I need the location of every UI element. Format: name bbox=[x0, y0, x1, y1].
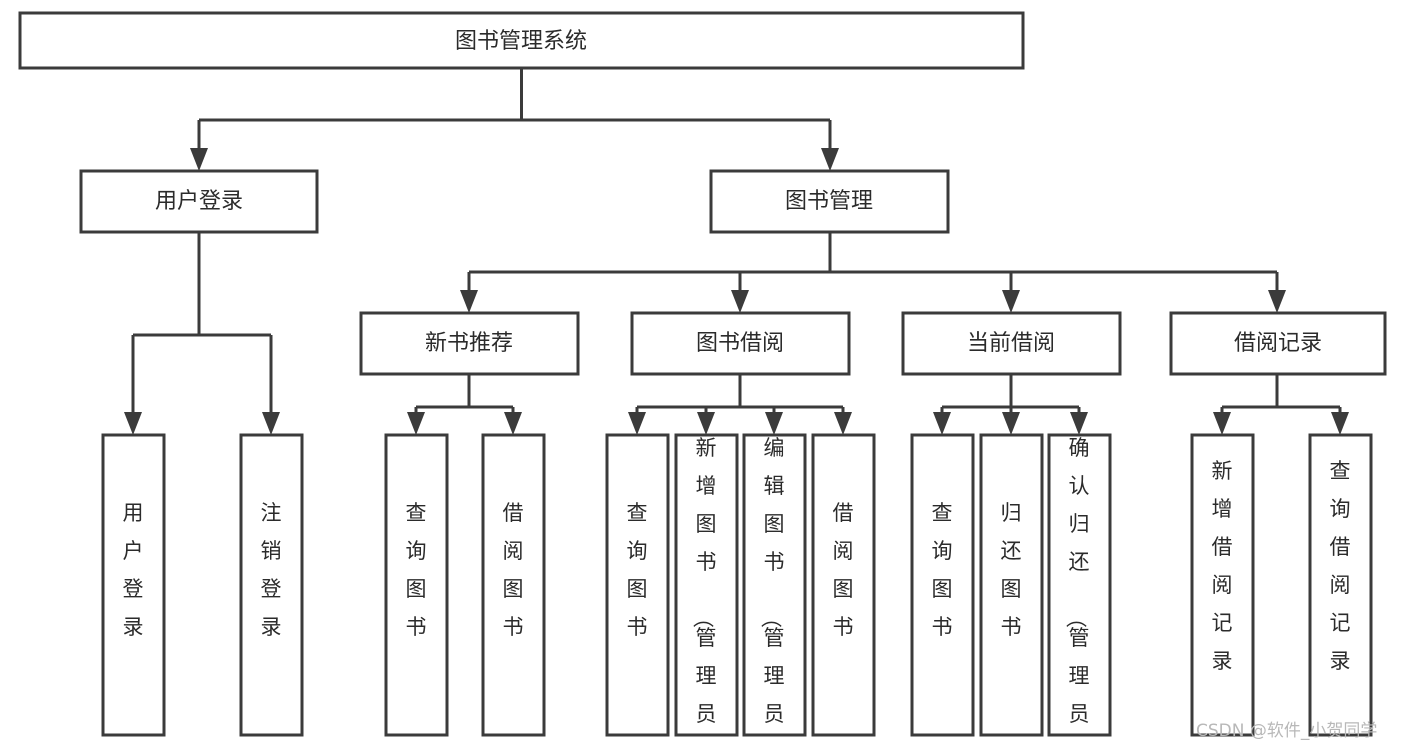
node-leaf-query-record[interactable]: 查询借阅记录 bbox=[1308, 433, 1373, 737]
node-leaf-borrow-book-1[interactable]: 借阅图书 bbox=[481, 433, 546, 737]
node-box bbox=[1047, 433, 1112, 737]
node-user-login-label: 用户登录 bbox=[155, 189, 243, 214]
node-leaf-add-record-label: 新增借阅记录 bbox=[1212, 459, 1233, 673]
node-leaf-borrow-book-2-label: 借阅图书 bbox=[833, 501, 854, 639]
arrow-head-icon bbox=[124, 412, 142, 435]
node-box bbox=[709, 169, 950, 234]
node-leaf-user-login-label: 用户登录 bbox=[123, 501, 144, 639]
node-box bbox=[979, 433, 1044, 737]
node-book-borrow[interactable]: 图书借阅 bbox=[630, 311, 851, 376]
arrow-head-icon bbox=[1002, 290, 1020, 313]
arrow-head-icon bbox=[1002, 412, 1020, 435]
node-borrow-record-label: 借阅记录 bbox=[1234, 331, 1322, 356]
node-leaf-return-book[interactable]: 归还图书 bbox=[979, 433, 1044, 737]
node-leaf-logout-label: 注销登录 bbox=[261, 501, 282, 639]
node-book-management[interactable]: 图书管理 bbox=[709, 169, 950, 234]
arrow-head-icon bbox=[407, 412, 425, 435]
node-leaf-return-book-label: 归还图书 bbox=[1001, 501, 1022, 639]
arrow-head-icon bbox=[1331, 412, 1349, 435]
node-root-label: 图书管理系统 bbox=[455, 29, 587, 54]
node-current-borrow-label: 当前借阅 bbox=[967, 331, 1055, 356]
node-leaf-borrow-book-2[interactable]: 借阅图书 bbox=[811, 433, 876, 737]
node-leaf-confirm-return-label: 确认归还（管理员） bbox=[1064, 436, 1090, 747]
node-box bbox=[239, 433, 304, 737]
node-box bbox=[674, 433, 739, 737]
node-box bbox=[18, 11, 1025, 70]
arrow-head-icon bbox=[628, 412, 646, 435]
connector-current-borrow-to-leaves bbox=[933, 374, 1088, 435]
arrow-head-icon bbox=[1070, 412, 1088, 435]
node-leaf-query-record-label: 查询借阅记录 bbox=[1330, 459, 1351, 673]
node-box bbox=[1190, 433, 1255, 737]
connector-user-login-to-leaves bbox=[124, 232, 280, 435]
node-leaf-query-book-3-label: 查询图书 bbox=[932, 501, 953, 639]
arrow-head-icon bbox=[460, 290, 478, 313]
connector-root-to-level2 bbox=[190, 68, 839, 171]
connector-new-book-recommend-to-leaves bbox=[407, 374, 522, 435]
node-leaf-add-record[interactable]: 新增借阅记录 bbox=[1190, 433, 1255, 737]
node-leaf-query-book-2[interactable]: 查询图书 bbox=[605, 433, 670, 737]
node-book-management-label: 图书管理 bbox=[785, 189, 873, 214]
node-box bbox=[384, 433, 449, 737]
node-leaf-query-book-3[interactable]: 查询图书 bbox=[910, 433, 975, 737]
node-box bbox=[811, 433, 876, 737]
node-box bbox=[1169, 311, 1387, 376]
arrow-head-icon bbox=[262, 412, 280, 435]
arrow-head-icon bbox=[1213, 412, 1231, 435]
node-leaf-logout[interactable]: 注销登录 bbox=[239, 433, 304, 737]
node-leaf-confirm-return[interactable]: 确认归还（管理员） bbox=[1047, 433, 1112, 747]
node-leaf-query-book-1[interactable]: 查询图书 bbox=[384, 433, 449, 737]
arrow-head-icon bbox=[821, 148, 839, 171]
node-current-borrow[interactable]: 当前借阅 bbox=[901, 311, 1122, 376]
arrow-head-icon bbox=[765, 412, 783, 435]
node-box bbox=[742, 433, 807, 737]
node-leaf-edit-book-label: 编辑图书（管理员） bbox=[759, 436, 785, 747]
node-box bbox=[1308, 433, 1373, 737]
node-box bbox=[101, 433, 166, 737]
node-leaf-add-book-label: 新增图书（管理员） bbox=[691, 436, 717, 747]
node-box bbox=[630, 311, 851, 376]
csdn-watermark: CSDN @软件_小贺同学 bbox=[1196, 721, 1377, 741]
node-leaf-borrow-book-1-label: 借阅图书 bbox=[503, 501, 524, 639]
arrow-head-icon bbox=[1268, 290, 1286, 313]
node-box bbox=[901, 311, 1122, 376]
node-leaf-add-book[interactable]: 新增图书（管理员） bbox=[674, 433, 739, 747]
node-new-book-recommend[interactable]: 新书推荐 bbox=[359, 311, 580, 376]
connector-borrow-record-to-leaves bbox=[1213, 374, 1349, 435]
node-box bbox=[359, 311, 580, 376]
arrow-head-icon bbox=[697, 412, 715, 435]
node-leaf-query-book-2-label: 查询图书 bbox=[627, 501, 648, 639]
node-leaf-user-login[interactable]: 用户登录 bbox=[101, 433, 166, 737]
node-book-borrow-label: 图书借阅 bbox=[696, 331, 784, 356]
arrow-head-icon bbox=[504, 412, 522, 435]
node-borrow-record[interactable]: 借阅记录 bbox=[1169, 311, 1387, 376]
node-box bbox=[79, 169, 319, 234]
arrow-head-icon bbox=[190, 148, 208, 171]
arrow-head-icon bbox=[834, 412, 852, 435]
connector-book-management-to-level3 bbox=[460, 232, 1286, 313]
node-root[interactable]: 图书管理系统 bbox=[18, 11, 1025, 70]
node-box bbox=[605, 433, 670, 737]
node-box bbox=[481, 433, 546, 737]
node-leaf-edit-book[interactable]: 编辑图书（管理员） bbox=[742, 433, 807, 747]
node-new-book-recommend-label: 新书推荐 bbox=[425, 331, 513, 356]
node-box bbox=[910, 433, 975, 737]
node-leaf-query-book-1-label: 查询图书 bbox=[406, 501, 427, 639]
node-user-login[interactable]: 用户登录 bbox=[79, 169, 319, 234]
arrow-head-icon bbox=[933, 412, 951, 435]
connector-book-borrow-to-leaves bbox=[628, 374, 852, 435]
arrow-head-icon bbox=[731, 290, 749, 313]
